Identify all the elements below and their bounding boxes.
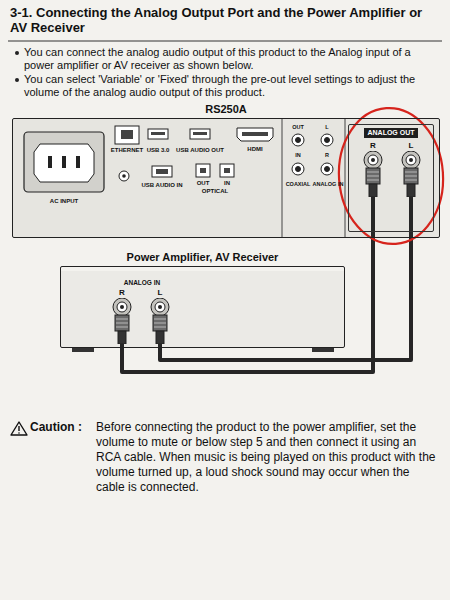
- channel-label: R: [108, 288, 136, 298]
- rca-output-jack: R: [359, 141, 387, 197]
- bullet-text: You can select 'Variable' or 'Fixed' thr…: [24, 73, 440, 99]
- bullet-dot: [15, 51, 19, 55]
- panel-divider: [345, 119, 346, 237]
- highlight-circle: [334, 105, 447, 248]
- port-label: OUT: [288, 124, 308, 130]
- rca-plug: [146, 298, 174, 344]
- usb-port: [190, 129, 210, 139]
- device-heading: Power Amplifier, AV Receiver: [60, 250, 345, 266]
- port-label: USB AUDIO IN: [137, 182, 187, 189]
- product-rear-panel: RS250AANALOG OUTRL: [12, 102, 440, 238]
- port-label: IN: [288, 152, 308, 158]
- port-group-label: ANALOG OUT: [364, 128, 417, 138]
- port-label: ETHERNET: [107, 147, 147, 154]
- port-label: OPTICAL: [195, 188, 235, 195]
- usb-port: [148, 129, 168, 139]
- rca-plug: [108, 298, 136, 344]
- channel-label: R: [359, 141, 387, 151]
- port-label: OUT: [193, 180, 213, 187]
- panel-ground: [13, 119, 439, 237]
- port-label: L: [317, 124, 337, 130]
- panel-divider: [282, 119, 283, 237]
- warning-symbol: [11, 422, 27, 435]
- port-label: USB 3.0: [143, 147, 173, 154]
- rca-plug: [359, 151, 387, 197]
- housing-outline: [60, 266, 345, 348]
- rca-output-jack: L: [397, 141, 425, 197]
- channel-label: L: [397, 141, 425, 151]
- rca-plug: [397, 151, 425, 197]
- optical-port: [196, 164, 234, 177]
- port-label: AC INPUT: [34, 198, 94, 205]
- caution-text: Before connecting the product to the pow…: [96, 420, 440, 495]
- port-group-label: ANALOG IN: [102, 279, 182, 287]
- bullet-text: You can connect the analog audio output …: [24, 46, 440, 72]
- amplifier-ground: [61, 271, 344, 347]
- rca-input-jack: L: [146, 288, 174, 344]
- device-heading: RS250A: [12, 102, 440, 118]
- section-title: 3-1. Connecting the Analog Output Port a…: [10, 5, 442, 35]
- title-rule: [8, 41, 442, 42]
- ac-inlet: [24, 132, 104, 192]
- port-label: IN: [217, 180, 237, 187]
- ethernet-port: [115, 126, 139, 144]
- ground-terminal: [119, 171, 129, 181]
- port-label: ANALOG IN: [312, 181, 344, 187]
- port-label: USB AUDIO OUT: [175, 147, 225, 154]
- bullet-dot: [15, 78, 19, 82]
- rca-input-jack: R: [108, 288, 136, 344]
- port-label: HDMI: [235, 146, 275, 153]
- rca-cable: [160, 197, 411, 360]
- caution-heading: Caution :: [30, 420, 94, 435]
- amplifier-box: Power Amplifier, AV ReceiverANALOG INRL: [60, 250, 345, 348]
- amplifier-foot: [72, 348, 94, 352]
- channel-label: L: [146, 288, 174, 298]
- amplifier-foot: [312, 348, 334, 352]
- input-port-group: ANALOG INRL: [102, 278, 182, 346]
- usb-b-port: [152, 166, 172, 177]
- port-label: COAXIAL: [283, 181, 313, 187]
- output-port-group: ANALOG OUT RL: [348, 124, 434, 232]
- port-label: R: [317, 152, 337, 158]
- hdmi-port: [237, 128, 273, 141]
